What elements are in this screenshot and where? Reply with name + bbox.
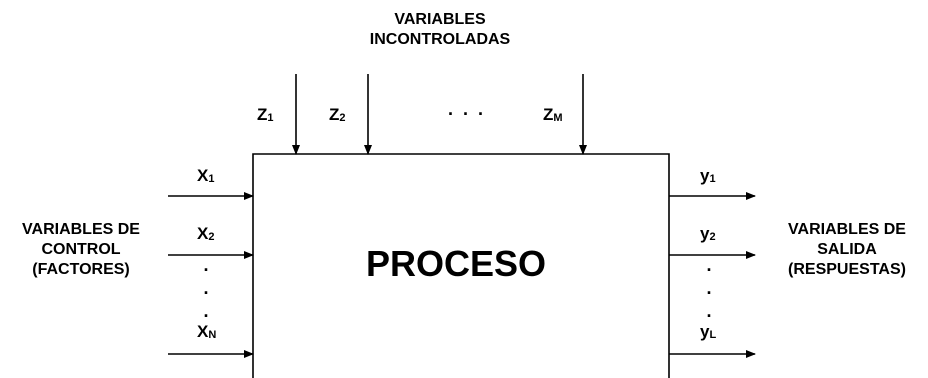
output-variables-title: VARIABLES DE SALIDA (RESPUESTAS)	[766, 220, 928, 280]
label-x1: X1	[197, 166, 215, 185]
output-title-line1: VARIABLES DE	[788, 221, 906, 238]
process-label: PROCESO	[366, 243, 547, 284]
control-variables-title: VARIABLES DE CONTROL (FACTORES)	[0, 220, 162, 280]
label-y1: y1	[700, 166, 716, 185]
ellipsis-y: . . .	[706, 255, 712, 321]
label-y2: y2	[700, 224, 716, 243]
uncontrolled-variables-title: VARIABLES INCONTROLADAS	[330, 10, 550, 50]
control-title-line2: CONTROL	[41, 241, 121, 258]
ellipsis-x: . . .	[203, 255, 209, 321]
control-title-line3: (FACTORES)	[32, 261, 130, 278]
label-zm: ZM	[543, 105, 563, 124]
label-z1: Z1	[257, 105, 274, 124]
label-xn: XN	[197, 322, 217, 341]
uncontrolled-title-line2: INCONTROLADAS	[369, 31, 511, 48]
label-z2: Z2	[329, 105, 346, 124]
process-box	[252, 153, 670, 378]
output-title-line2: SALIDA	[817, 241, 877, 258]
ellipsis-z: . . .	[448, 99, 484, 119]
uncontrolled-title-line1: VARIABLES	[394, 11, 486, 28]
control-title-line1: VARIABLES DE	[22, 221, 140, 238]
label-x2: X2	[197, 224, 215, 243]
output-title-line3: (RESPUESTAS)	[788, 261, 906, 278]
label-yl: yL	[700, 322, 717, 341]
